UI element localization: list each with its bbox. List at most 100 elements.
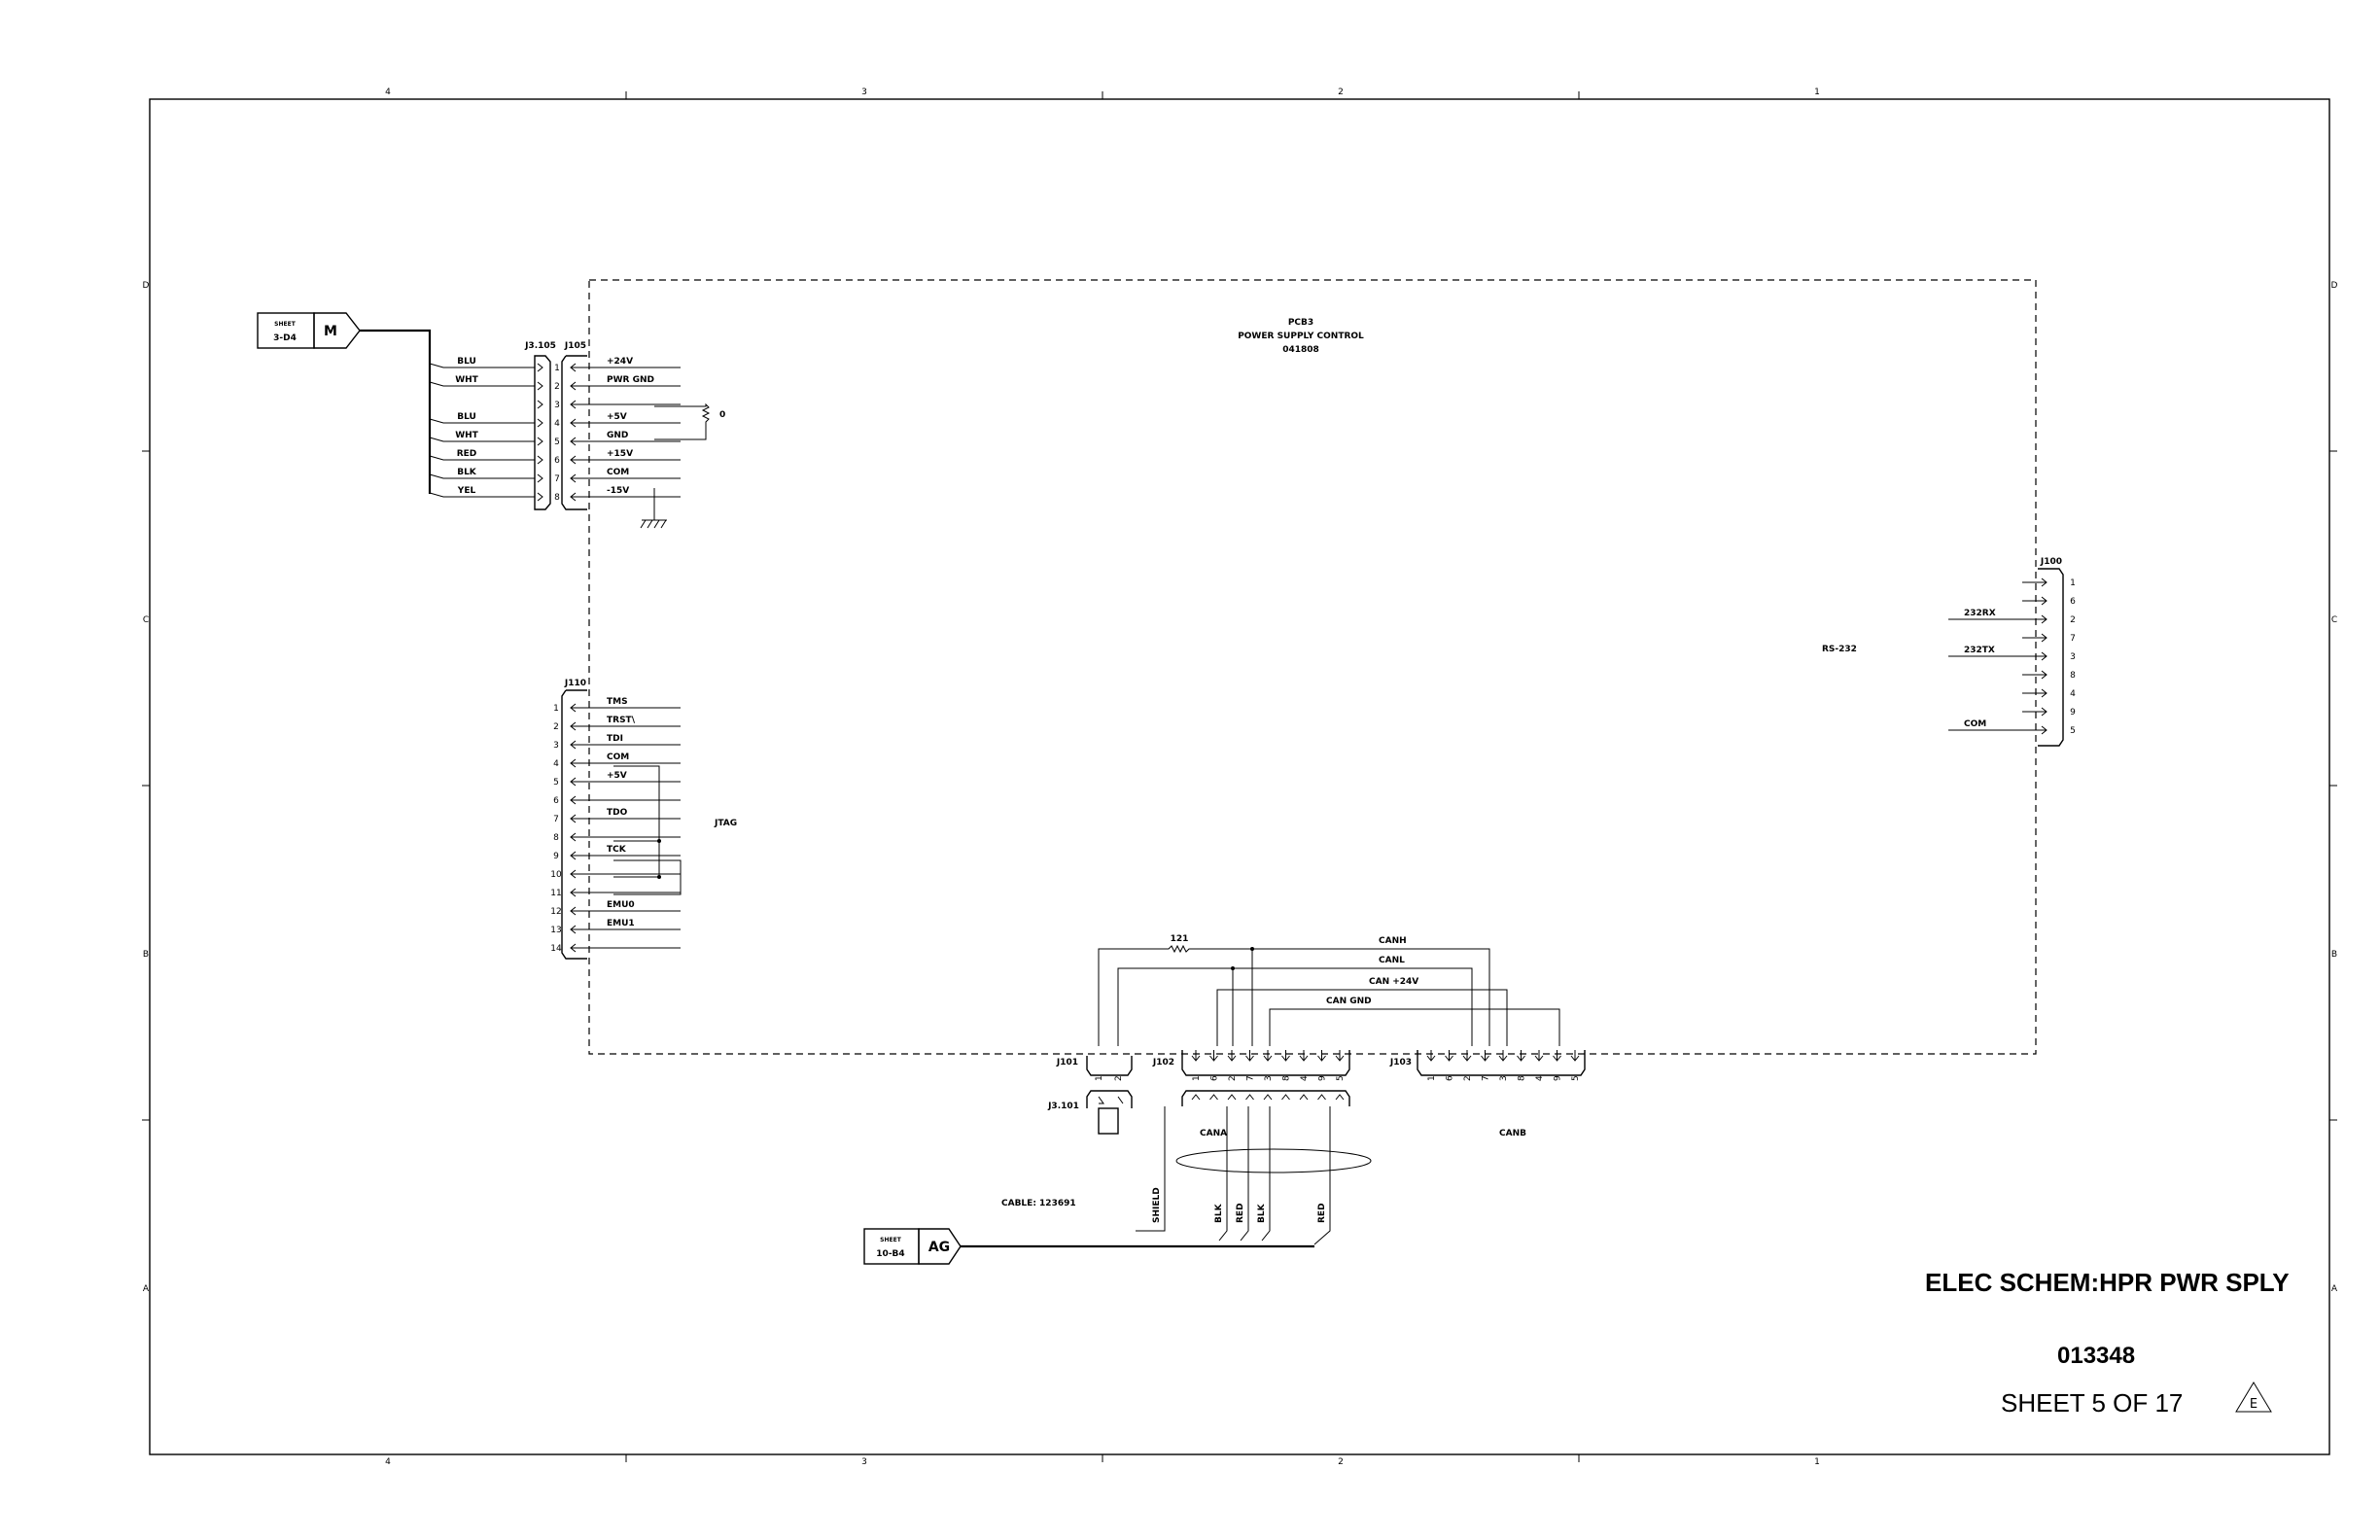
j110-pin-4: 4 <box>553 759 559 769</box>
j105-pin-2: 2 <box>554 382 560 392</box>
zone-row-right-d: D <box>2331 281 2338 291</box>
zone-col-top-2: 2 <box>1338 88 1344 97</box>
j110-header-ref: J110 <box>564 679 586 688</box>
j103-pin-7: 7 <box>1482 1075 1491 1081</box>
j102-pin-2: 2 <box>1228 1075 1238 1081</box>
j110-net-4: COM <box>607 752 629 762</box>
rs232-label: RS-232 <box>1822 645 1857 654</box>
j103-pin-4: 4 <box>1535 1075 1545 1081</box>
net-canh: CANH <box>1379 936 1407 946</box>
j105-wire-5: WHT <box>455 431 478 440</box>
net-can-gnd: CAN GND <box>1326 997 1372 1006</box>
j102-pin-6: 6 <box>1210 1075 1220 1081</box>
zone-markers: 4 3 2 1 4 3 2 1 D C B A D C B A <box>143 88 2338 1467</box>
zone-col-top-3: 3 <box>861 88 867 97</box>
j110-net-3: TDI <box>607 734 623 744</box>
offsheet-ag-sheet-word: SHEET <box>880 1237 902 1243</box>
j110-net-2: TRST\ <box>607 716 636 725</box>
net-canl: CANL <box>1379 956 1405 965</box>
pcb3-board: PCB3 POWER SUPPLY CONTROL 041808 <box>588 279 2037 1055</box>
jtag-label: JTAG <box>714 819 737 828</box>
j110-pin-1: 1 <box>553 704 559 714</box>
j105-wire-2: WHT <box>455 375 478 385</box>
drawing-title: ELEC SCHEM:HPR PWR SPLY <box>1925 1268 2290 1297</box>
zone-col-top-1: 1 <box>1814 88 1820 97</box>
j102-pin-1: 1 <box>1192 1075 1202 1081</box>
zone-row-right-b: B <box>2331 950 2337 960</box>
revision-triangle <box>2235 1382 2272 1413</box>
j100-net-232TX: 232TX <box>1964 646 1995 655</box>
j100-pin-4: 4 <box>2070 689 2076 699</box>
drawing-frame <box>142 91 2337 1462</box>
j105-pin-8: 8 <box>554 493 560 503</box>
j100-pin-7: 7 <box>2070 634 2076 644</box>
j100-net-232RX: 232RX <box>1964 609 1996 618</box>
cable-wire-2-blk: BLK <box>1214 1203 1224 1223</box>
j105-wire-8: YEL <box>457 486 476 496</box>
j110-pin-9: 9 <box>553 852 559 861</box>
j105-header-ref: J105 <box>564 341 586 351</box>
j105-resistor-value: 0 <box>719 410 725 420</box>
j105-wire-7: BLK <box>457 468 477 477</box>
can-section: 121 CANH CANL CAN +24V CAN GND J101 1 2 … <box>1001 934 1586 1245</box>
j100-pin-9: 9 <box>2070 708 2076 718</box>
j105-net-2: PWR GND <box>607 375 654 385</box>
j110-pin-10: 10 <box>550 870 562 880</box>
j103-pin-5: 5 <box>1571 1075 1581 1081</box>
j110-net-1: TMS <box>607 697 628 707</box>
j101-pin-2: 2 <box>1114 1075 1124 1081</box>
j101-header-ref: J101 <box>1056 1058 1078 1068</box>
zone-col-bottom-4: 4 <box>385 1457 391 1467</box>
sheet-number: SHEET 5 OF 17 <box>2001 1388 2183 1418</box>
j3-101-plug-ref: J3.101 <box>1047 1102 1079 1111</box>
title-block: ELEC SCHEM:HPR PWR SPLY 013348 SHEET 5 O… <box>1925 1268 2290 1418</box>
j110-pin-2: 2 <box>553 722 559 732</box>
offsheet-connector-m: SHEET 3-D4 M <box>257 312 432 494</box>
j102-pin-8: 8 <box>1282 1075 1292 1081</box>
offsheet-m-tag: M <box>324 324 337 339</box>
j105-wire-1: BLU <box>457 357 476 367</box>
j103-pin-3: 3 <box>1499 1075 1509 1081</box>
offsheet-m-ref: 3-D4 <box>273 333 297 343</box>
zone-col-bottom-3: 3 <box>861 1457 867 1467</box>
j105-wire-6: RED <box>457 449 477 459</box>
j105-net-5: GND <box>607 431 628 440</box>
revision-letter: E <box>2250 1397 2258 1412</box>
zone-col-bottom-1: 1 <box>1814 1457 1820 1467</box>
j110-net-7: TDO <box>607 808 628 818</box>
j103-pin-6: 6 <box>1446 1075 1455 1081</box>
j110-net-12: EMU0 <box>607 900 635 910</box>
zone-col-top-4: 4 <box>385 88 391 97</box>
zone-row-right-a: A <box>2331 1284 2338 1294</box>
cable-shield-ellipse <box>1175 1148 1372 1173</box>
j110-pin-7: 7 <box>553 815 559 824</box>
zone-col-bottom-2: 2 <box>1338 1457 1344 1467</box>
j105-net-7: COM <box>607 468 629 477</box>
j105-plug-ref: J3.105 <box>524 341 556 351</box>
j105-net-6: +15V <box>607 449 633 459</box>
j102-header-ref: J102 <box>1152 1058 1174 1068</box>
cable-wire-3-red: RED <box>1236 1203 1245 1223</box>
j105-pin-7: 7 <box>554 474 560 484</box>
cable-wire-1-shield: SHIELD <box>1152 1187 1162 1223</box>
board-ref: PCB3 <box>1288 318 1313 328</box>
j105-pin-1: 1 <box>554 364 560 373</box>
j110-pin-6: 6 <box>553 796 559 806</box>
j102-pin-5: 5 <box>1336 1075 1346 1081</box>
j110-pin-14: 14 <box>550 944 562 954</box>
cable-ref: CABLE: 123691 <box>1001 1199 1076 1208</box>
cable-wire-5-red: RED <box>1317 1203 1327 1223</box>
j100-pin-6: 6 <box>2070 597 2076 607</box>
j105-pin-5: 5 <box>554 438 560 447</box>
j110-net-5: +5V <box>607 771 627 781</box>
j105-pin-3: 3 <box>554 401 560 410</box>
board-outline <box>588 279 2037 1055</box>
offsheet-ag-tag: AG <box>928 1240 950 1255</box>
offsheet-ag-ref: 10-B4 <box>876 1249 904 1259</box>
j100-pin-1: 1 <box>2070 578 2076 588</box>
j105-pin-4: 4 <box>554 419 560 429</box>
j110-pin-13: 13 <box>550 926 561 935</box>
